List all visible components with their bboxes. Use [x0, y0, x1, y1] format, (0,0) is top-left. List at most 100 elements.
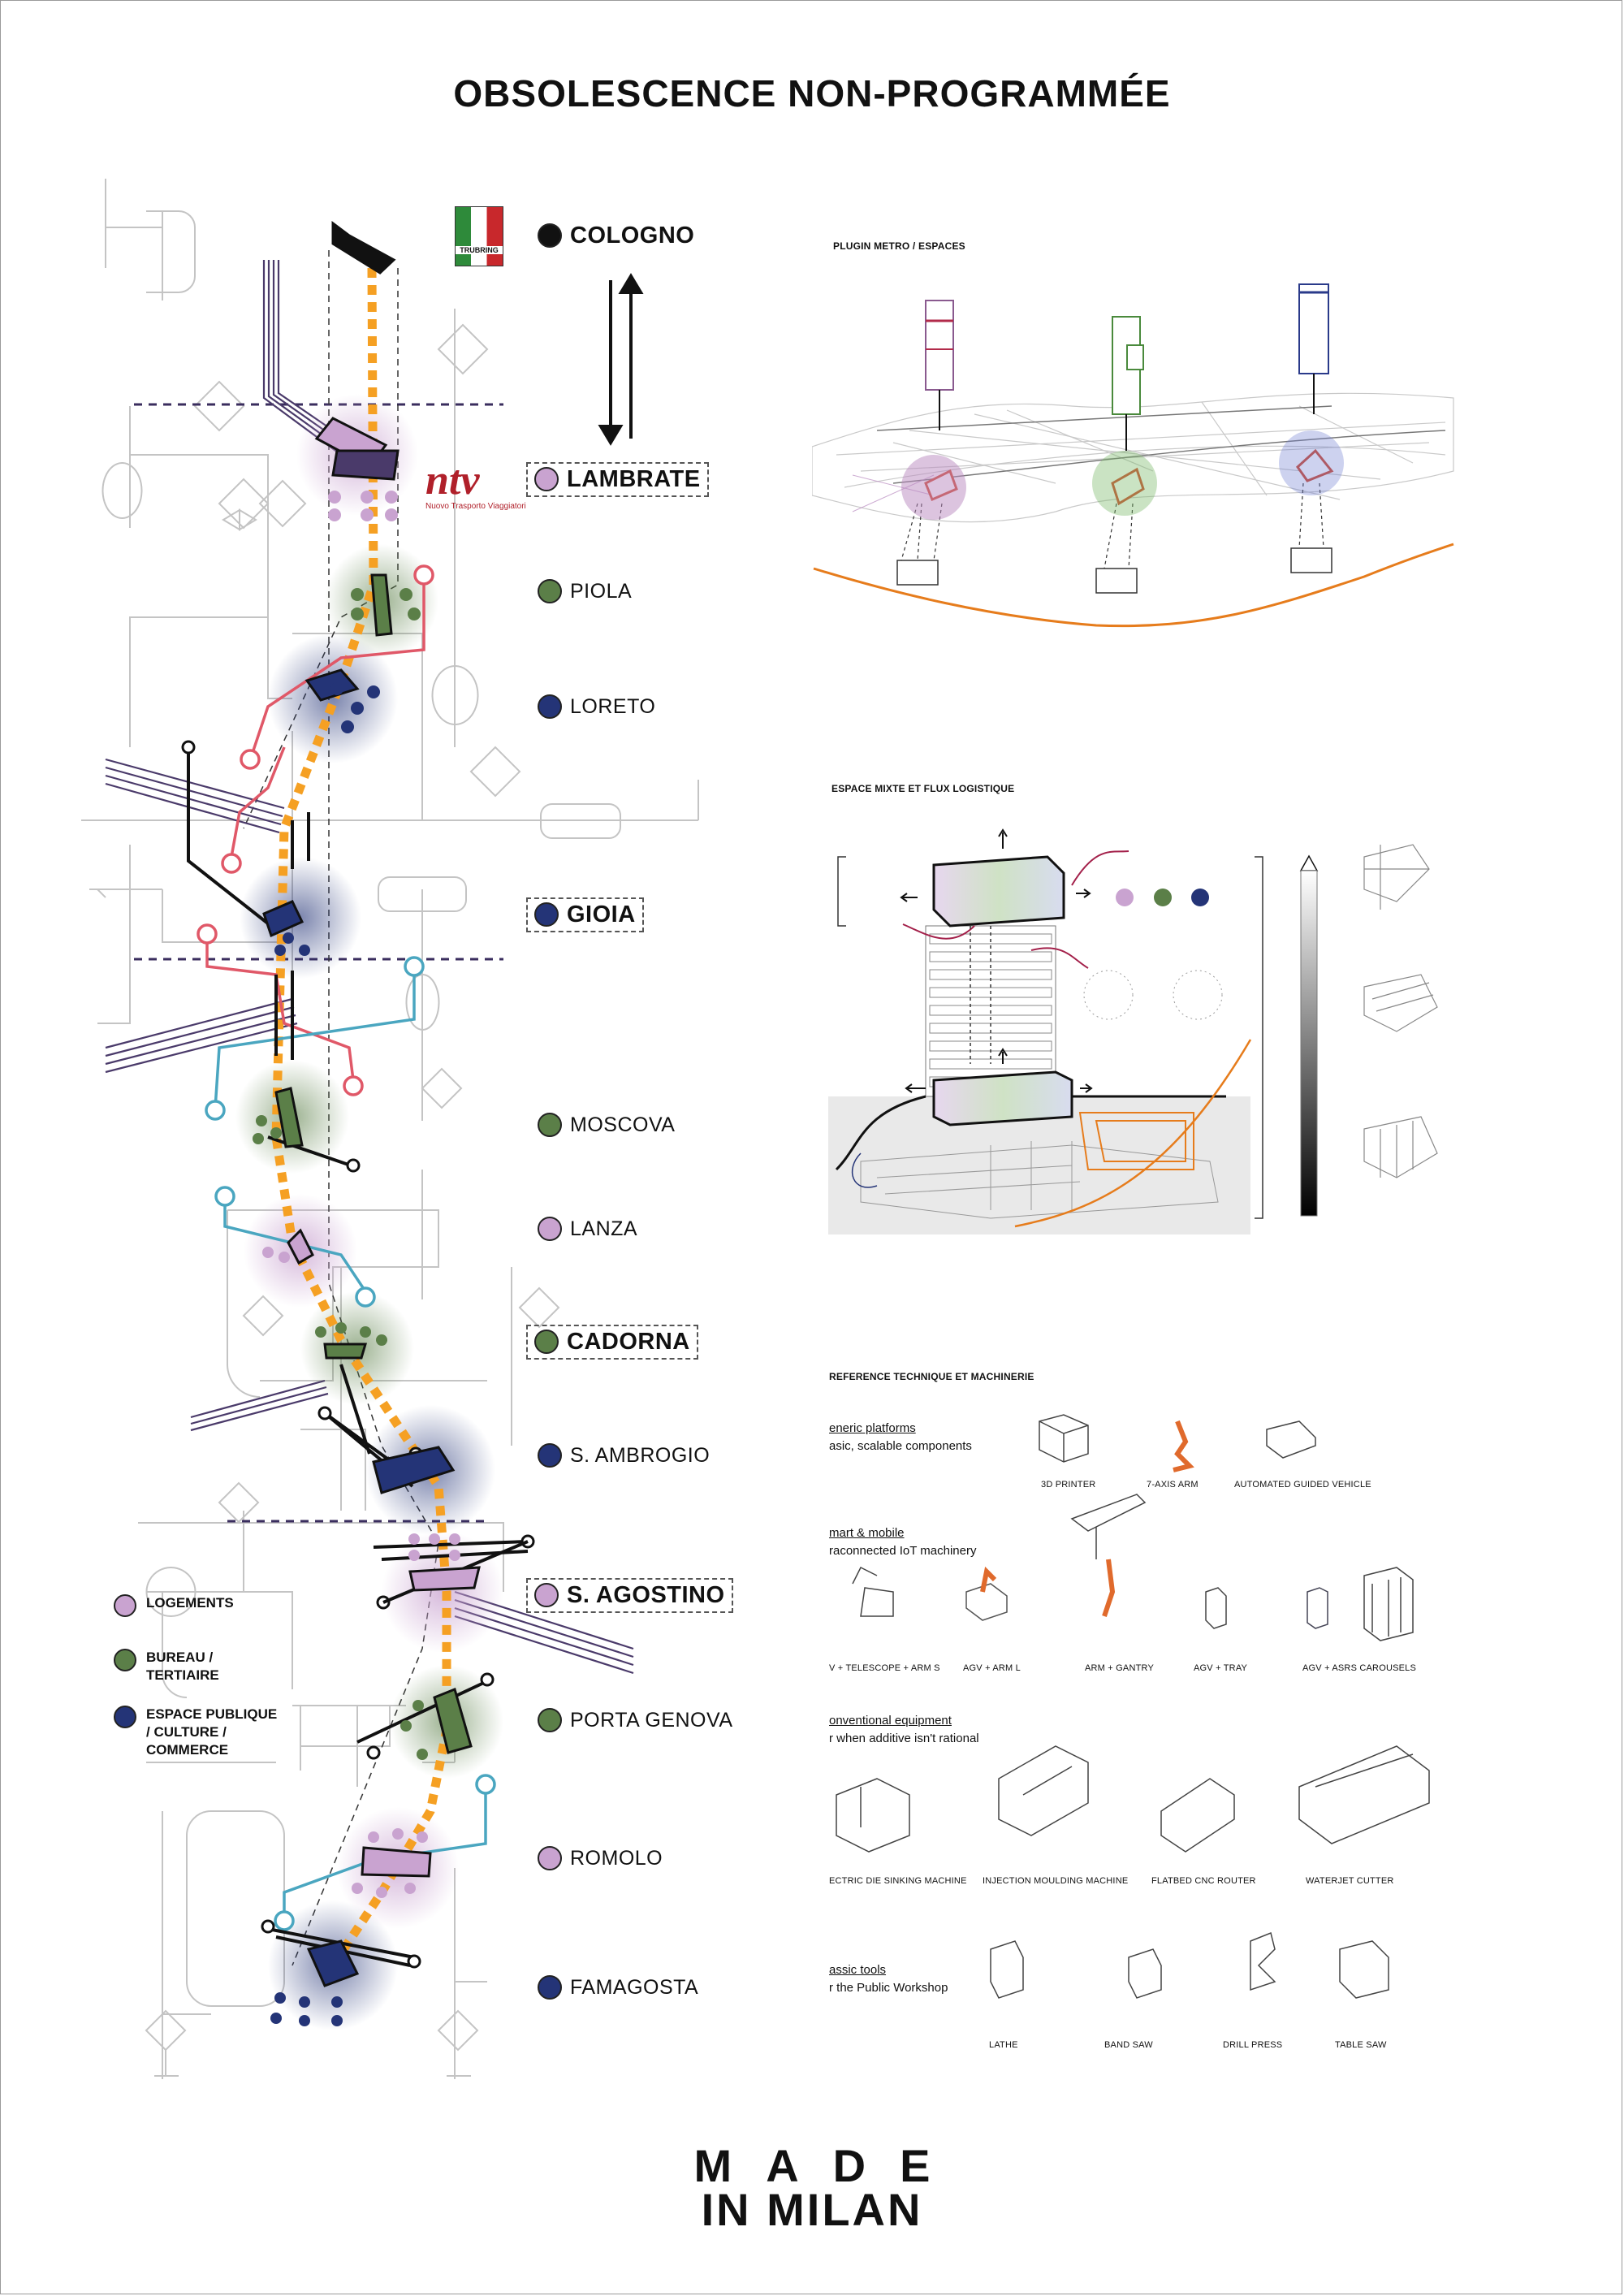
station-piola: PIOLA [538, 575, 632, 608]
legend-item: BUREAU / TERTIAIRE [114, 1649, 219, 1684]
machine-caption: TABLE SAW [1335, 2040, 1387, 2050]
station-lambrate: LAMBRATE [526, 461, 709, 497]
station-glows [235, 394, 503, 2030]
station-label: PIOLA [570, 579, 633, 603]
legend-swatch [114, 1649, 136, 1671]
station-moscova: MOSCOVA [538, 1109, 675, 1141]
station-label: LANZA [570, 1217, 638, 1240]
machine-caption: 3D PRINTER [1041, 1480, 1096, 1490]
station-dot [538, 223, 562, 248]
station-label: S. AGOSTINO [567, 1581, 725, 1608]
machine-caption: V + TELESCOPE + ARM S [829, 1663, 940, 1673]
station-label: LORETO [570, 694, 656, 718]
legend-item: LOGEMENTS [114, 1594, 234, 1617]
rail-bundles [105, 260, 634, 1675]
category-heading: eneric platforms [829, 1421, 916, 1435]
station-label: MOSCOVA [570, 1113, 676, 1136]
station-famagosta: FAMAGOSTA [538, 1971, 698, 2004]
station-dot [534, 1583, 559, 1607]
station-label: PORTA GENOVA [570, 1708, 733, 1732]
zone-dividers [134, 403, 503, 1523]
machinery-category: onventional equipment r when additive isn… [829, 1712, 979, 1748]
club-badge-logo: TRUBRING [455, 206, 503, 266]
station-dot [538, 1113, 562, 1137]
tower-blue [1290, 283, 1334, 573]
station-lanza: LANZA [538, 1213, 637, 1245]
station-label: CADORNA [567, 1328, 690, 1355]
machinery-illustrations [836, 1414, 1430, 1999]
machine-caption: WATERJET CUTTER [1306, 1876, 1394, 1886]
machine-caption: 7-AXIS ARM [1147, 1480, 1199, 1490]
machinery-category: assic tools r the Public Workshop [829, 1961, 948, 1997]
machine-caption: AGV + ASRS CAROUSELS [1302, 1663, 1417, 1673]
machine-caption: ECTRIC DIE SINKING MACHINE [829, 1876, 967, 1886]
brand-logo: MADE IN MILAN [693, 2140, 965, 2235]
mixed-space-illustration [828, 828, 1438, 1234]
machinery-category: eneric platforms asic, scalable component… [829, 1420, 972, 1455]
station-dot [538, 1443, 562, 1468]
orange-route [271, 267, 451, 1969]
ntv-logo: ntv Nuovo Trasporto Viaggiatori [425, 457, 526, 512]
machinery-category: mart & mobile raconnected IoT machinery [829, 1524, 977, 1560]
station-dot [538, 579, 562, 603]
station-dot [538, 1846, 562, 1870]
poster-title: OBSOLESCENCE NON-PROGRAMMÉE [453, 72, 1171, 115]
station-s-agostino: S. AGOSTINO [526, 1577, 733, 1613]
station-label: S. AMBROGIO [570, 1443, 710, 1467]
station-romolo: ROMOLO [538, 1842, 663, 1874]
station-label: GIOIA [567, 901, 636, 927]
tower-green [1095, 316, 1145, 594]
machine-caption: FLATBED CNC ROUTER [1151, 1876, 1256, 1886]
direction-arrows [598, 273, 644, 446]
plugin-metro-illustration [812, 283, 1454, 628]
machine-caption: AGV + TRAY [1194, 1663, 1248, 1673]
section-title-reference: REFERENCE TECHNIQUE ET MACHINERIE [829, 1371, 1034, 1382]
station-dot [538, 1975, 562, 2000]
category-subtitle: raconnected IoT machinery [829, 1544, 977, 1558]
station-s-ambrogio: S. AMBROGIO [538, 1439, 710, 1472]
station-label: FAMAGOSTA [570, 1975, 699, 1999]
station-highlight-box: GIOIA [526, 897, 644, 932]
section-title-plugin: PLUGIN METRO / ESPACES [833, 240, 965, 252]
station-label: ROMOLO [570, 1846, 663, 1870]
machine-caption: BAND SAW [1104, 2040, 1153, 2050]
machine-caption: LATHE [989, 2040, 1018, 2050]
tower-pink [852, 300, 958, 586]
station-dot [538, 1217, 562, 1241]
machine-caption: ARM + GANTRY [1085, 1663, 1155, 1673]
legend-swatch [114, 1706, 136, 1728]
station-gioia: GIOIA [526, 897, 644, 932]
station-blocks [262, 221, 481, 1987]
station-dot [538, 1708, 562, 1732]
station-cologno: COLOGNO [538, 219, 694, 252]
category-subtitle: r the Public Workshop [829, 1981, 948, 1995]
category-heading: mart & mobile [829, 1526, 905, 1540]
station-label: LAMBRATE [567, 465, 701, 492]
legend-label: LOGEMENTS [146, 1595, 234, 1611]
station-dot [534, 467, 559, 491]
station-highlight-box: CADORNA [526, 1324, 698, 1360]
category-subtitle: r when additive isn't rational [829, 1732, 979, 1745]
legend-swatch [114, 1594, 136, 1617]
station-dot [534, 902, 559, 927]
station-dot [534, 1330, 559, 1354]
legend-label: ESPACE PUBLIQUE / CULTURE / COMMERCE [146, 1706, 278, 1758]
legend-label: BUREAU / TERTIAIRE [146, 1650, 219, 1683]
station-porta-genova: PORTA GENOVA [538, 1704, 733, 1736]
category-heading: onventional equipment [829, 1714, 952, 1727]
category-subtitle: asic, scalable components [829, 1439, 972, 1453]
machine-caption: AGV + ARM L [963, 1663, 1021, 1673]
machine-caption: DRILL PRESS [1223, 2040, 1283, 2050]
station-cadorna: CADORNA [526, 1324, 698, 1360]
category-heading: assic tools [829, 1963, 887, 1977]
function-dots [253, 491, 460, 2026]
station-dot [538, 694, 562, 719]
section-title-mixte: ESPACE MIXTE ET FLUX LOGISTIQUE [831, 783, 1015, 794]
station-label: COLOGNO [570, 222, 695, 249]
station-loreto: LORETO [538, 690, 655, 723]
machine-caption: INJECTION MOULDING MACHINE [983, 1876, 1129, 1886]
station-highlight-box: S. AGOSTINO [526, 1577, 733, 1613]
machine-caption: AUTOMATED GUIDED VEHICLE [1234, 1480, 1371, 1490]
